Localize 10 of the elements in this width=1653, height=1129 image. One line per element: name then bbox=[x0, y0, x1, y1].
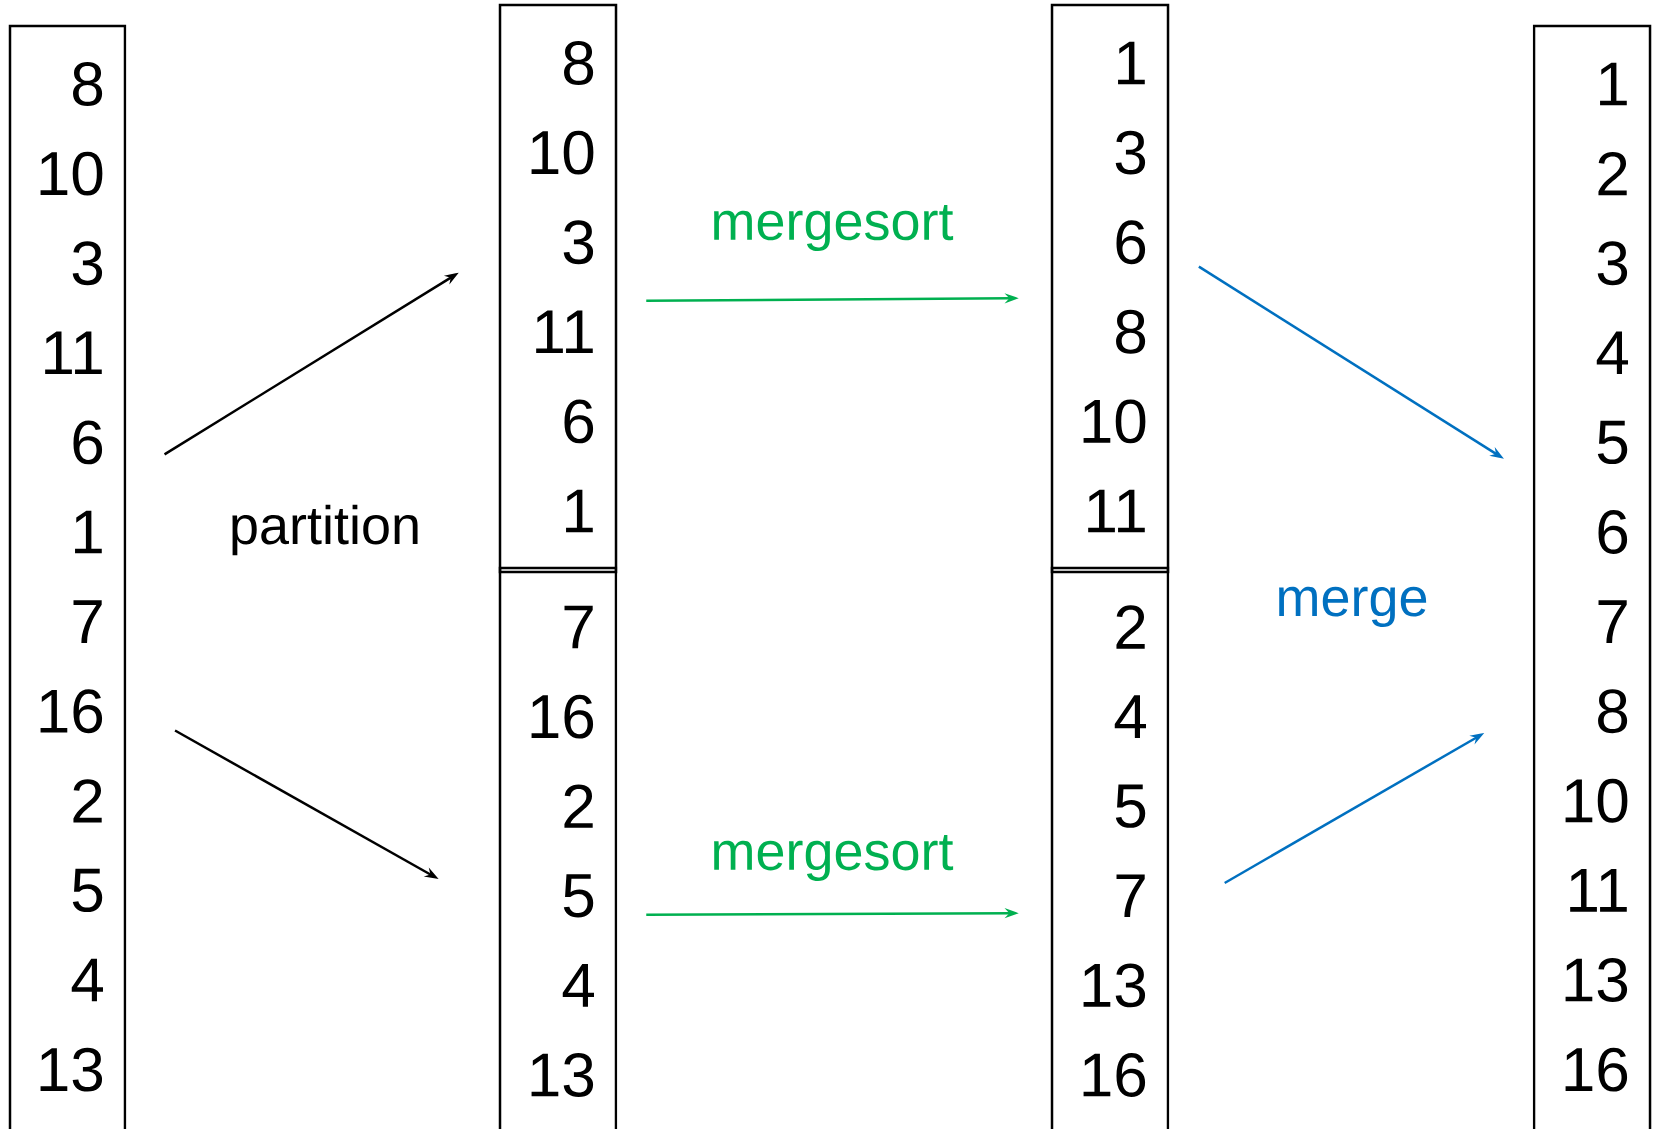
array-box: 1 3 6 8 10 11 bbox=[1050, 3, 1170, 574]
array-box: 8 10 3 11 6 1 7 16 2 5 4 13 bbox=[8, 24, 127, 1129]
edge-label: mergesort bbox=[714, 204, 954, 252]
step-label: merge bbox=[1279, 586, 1427, 628]
array-box: 1 2 3 4 5 6 7 8 10 11 13 16 bbox=[1532, 24, 1652, 1129]
edge-label: mergesort bbox=[714, 834, 954, 882]
array-box: 7 16 2 5 4 13 bbox=[498, 566, 618, 1129]
array-box: 2 4 5 7 13 16 bbox=[1050, 566, 1170, 1129]
step-label: partition bbox=[232, 504, 418, 556]
array-box: 8 10 3 11 6 1 bbox=[498, 3, 618, 574]
